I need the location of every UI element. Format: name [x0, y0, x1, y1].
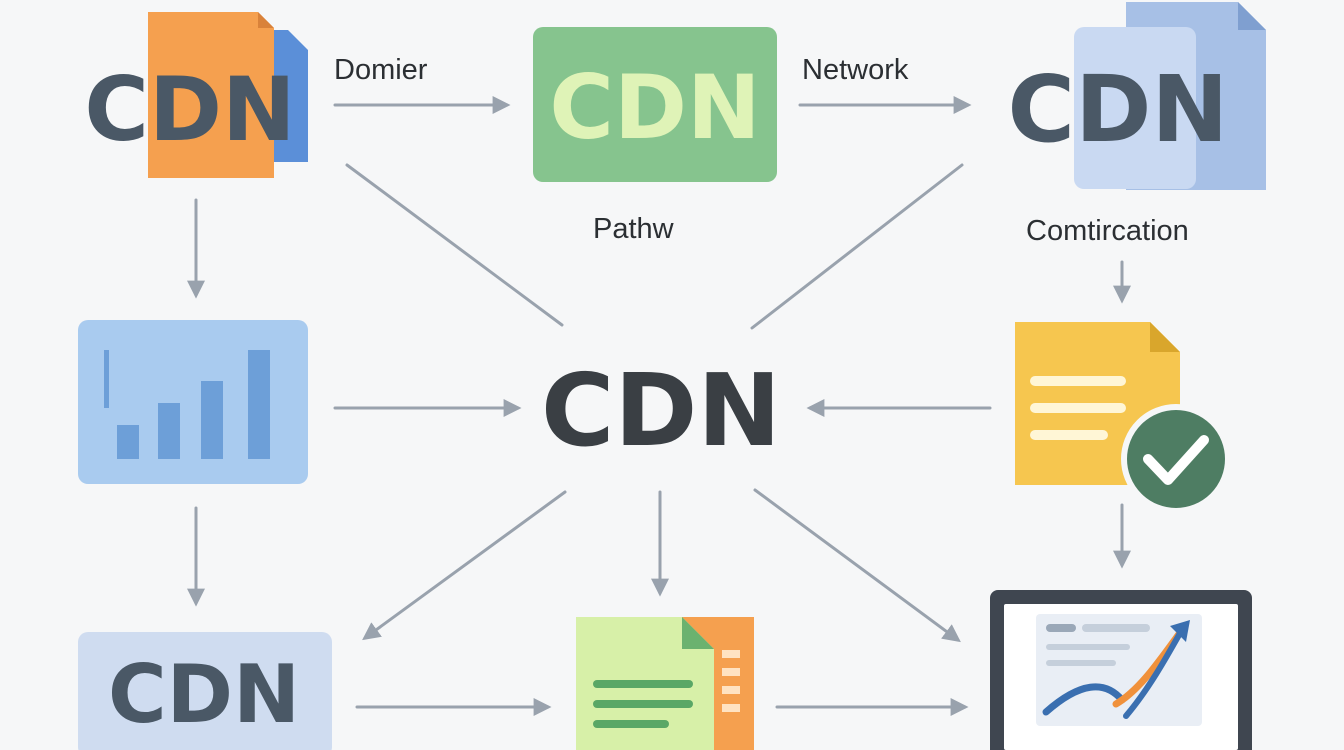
green-document-icon [576, 617, 754, 750]
label-comtircation: Comtircation [1026, 215, 1189, 247]
label-pathw: Pathw [593, 213, 675, 245]
node-center-text: CDN [541, 352, 781, 469]
node-top-right-text: CDN [1008, 56, 1229, 163]
arrows [187, 96, 1131, 716]
arrow-topleft-to-center [345, 163, 564, 327]
arrow-center-to-monitor [753, 488, 961, 643]
node-top-left-text: CDN [84, 58, 295, 161]
node-top-center: CDN [533, 27, 777, 182]
monitor-chart-icon [990, 590, 1252, 750]
check-badge-icon [1121, 404, 1231, 514]
label-network: Network [802, 54, 909, 86]
green-card [533, 27, 777, 182]
bar-chart-icon [78, 320, 308, 484]
node-bottom-left: CDN [78, 632, 332, 750]
arrow-topright-to-center [750, 163, 964, 330]
node-bottom-left-text: CDN [108, 648, 300, 741]
orange-document-icon [148, 12, 308, 178]
document-check-icon [1015, 322, 1231, 514]
node-top-center-text: CDN [549, 56, 760, 159]
blue-document-icon [1074, 2, 1266, 190]
arrow-center-to-bottomleft [362, 490, 567, 641]
node-top-right: CDN [1008, 2, 1266, 190]
label-domier: Domier [334, 54, 428, 86]
node-top-left: CDN [84, 12, 308, 178]
